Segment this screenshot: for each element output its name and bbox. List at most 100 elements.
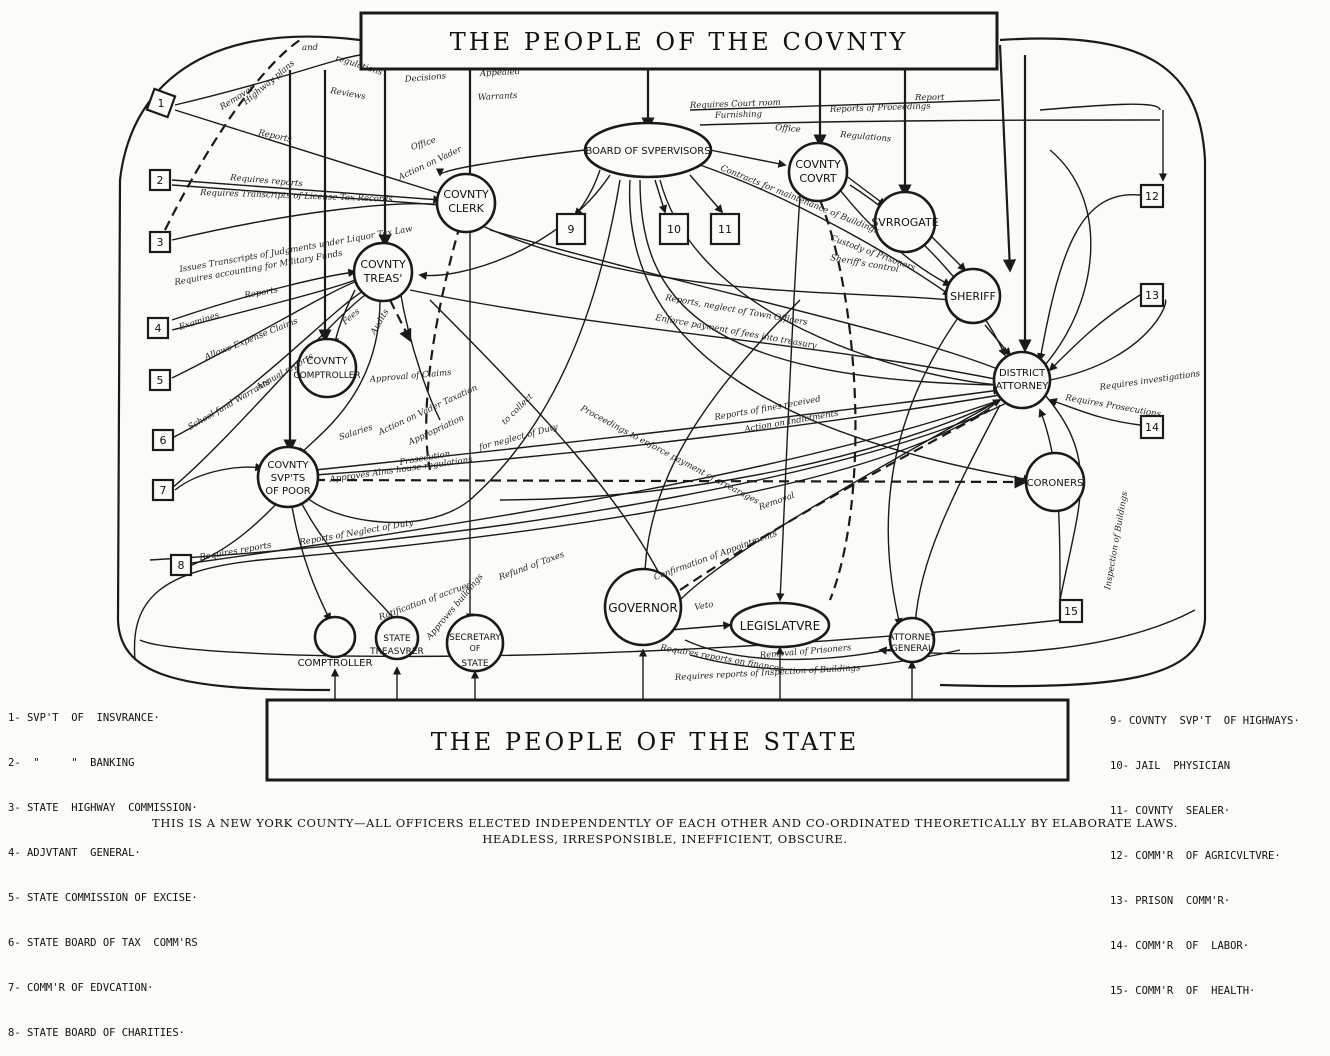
numbered-box-15: 15 xyxy=(1058,598,1084,624)
numbered-box-3: 3 xyxy=(148,230,172,254)
num-label: 2 xyxy=(157,174,164,187)
edge-label: Requires Transcripts of License Tax Reco… xyxy=(199,188,394,205)
num-label: 12 xyxy=(1145,190,1159,203)
edge-label: Confirmation of Appointments xyxy=(653,529,780,583)
num-label: 11 xyxy=(718,223,732,236)
edge-label: Requires Court room xyxy=(689,98,781,111)
edge-label: Reviews xyxy=(328,86,366,102)
node-county-treasurer: COVNTY TREAS' xyxy=(352,241,414,303)
edge-label: Office xyxy=(410,135,437,152)
legend-item: 15- COMM'R OF HEALTH· xyxy=(1110,985,1256,997)
numbered-box-7: 7 xyxy=(151,478,175,502)
node-county-comptroller: COVNTY COMPTROLLER xyxy=(293,337,361,399)
edge-label: Audits xyxy=(368,307,391,337)
node-label: OF xyxy=(470,644,481,653)
edge-label: Office xyxy=(775,123,801,135)
edge-label: Requires investigations xyxy=(1098,369,1201,393)
legend-item: 14- COMM'R OF LABOR· xyxy=(1110,940,1250,952)
node-label: DISTRICT xyxy=(999,368,1046,379)
node-label: LEGISLATVRE xyxy=(740,619,820,633)
numbered-box-1: 1 xyxy=(145,87,177,119)
node-secretary-of-state: SECRETARY OF STATE xyxy=(445,613,505,673)
node-label: CLERK xyxy=(448,202,484,215)
numbered-box-5: 5 xyxy=(148,368,172,392)
edge-label: Approval of Claims xyxy=(368,368,452,385)
edge-label: Reports xyxy=(243,285,280,301)
node-legislature: LEGISLATVRE xyxy=(729,601,831,649)
num-label: 14 xyxy=(1145,421,1159,434)
caption-line-1: THIS IS A NEW YORK COUNTY—ALL OFFICERS E… xyxy=(152,816,1178,830)
num-label: 13 xyxy=(1145,289,1159,302)
num-label: 4 xyxy=(155,322,162,335)
node-label: ATTORNEY xyxy=(996,381,1050,392)
numbered-box-8: 8 xyxy=(169,553,193,577)
node-label: SVP'TS xyxy=(271,473,305,484)
node-surrogate: SVRROGATE xyxy=(871,190,939,254)
node-district-attorney: DISTRICT ATTORNEY xyxy=(992,350,1052,410)
node-attorney-general: ATTORNEY GENERAL xyxy=(888,616,936,664)
node-state-treasurer: STATE TREASVRER xyxy=(369,615,424,661)
edge-label: Examines xyxy=(177,310,221,333)
node-label: CORONERS xyxy=(1027,478,1084,489)
edge-label: Reports xyxy=(256,128,293,145)
numbered-box-10: 10 xyxy=(658,212,690,246)
edge-label: Inspection of Buildings xyxy=(1103,490,1130,591)
num-label: 6 xyxy=(160,434,167,447)
numbered-box-4: 4 xyxy=(146,316,170,340)
legend-right: 9- COVNTY SVP'T OF HIGHWAYS· 10- JAIL PH… xyxy=(1110,684,1300,1014)
edge-label: Decisions xyxy=(403,71,447,85)
numbered-box-12: 12 xyxy=(1139,183,1165,209)
legend-item: 8- STATE BOARD OF CHARITIES· xyxy=(8,1027,186,1039)
node-label: COVNTY xyxy=(360,258,406,271)
edge-label: Reports of Proceedings xyxy=(829,101,932,115)
legend-item: 4- ADJVTANT GENERAL· xyxy=(8,847,141,859)
node-label: TREASVRER xyxy=(369,647,424,657)
legend-item: 11- COVNTY SEALER· xyxy=(1110,805,1231,817)
num-label: 5 xyxy=(157,374,164,387)
node-label: TREAS' xyxy=(363,272,403,285)
government-diagram: THE PEOPLE OF THE COVNTY THE PEOPLE OF T… xyxy=(116,11,1207,782)
node-state-comptroller: COMPTROLLER xyxy=(298,615,373,669)
num-label: 7 xyxy=(160,484,167,497)
legend-item: 1- SVP'T OF INSVRANCE· xyxy=(8,712,160,724)
num-label: 3 xyxy=(157,236,164,249)
edge-label: and xyxy=(302,43,319,53)
numbered-box-9: 9 xyxy=(555,212,587,246)
legend-item: 3- STATE HIGHWAY COMMISSION· xyxy=(8,802,198,814)
numbered-box-6: 6 xyxy=(151,428,175,452)
edge-label: Removal xyxy=(757,491,797,514)
node-county-clerk: COVNTY CLERK xyxy=(435,172,497,234)
legend-item: 6- STATE BOARD OF TAX COMM'RS xyxy=(8,937,198,949)
county-people-title: THE PEOPLE OF THE COVNTY xyxy=(450,28,909,56)
legend-item: 10- JAIL PHYSICIAN xyxy=(1110,760,1231,772)
edge-label: Requires Prosecutions xyxy=(1063,393,1162,420)
node-label: COMPTROLLER xyxy=(298,658,373,669)
num-label: 10 xyxy=(667,223,681,236)
edge-label: Refund of Taxes xyxy=(497,550,567,584)
node-county-supts-of-poor: COVNTY SVP'TS OF POOR xyxy=(256,445,320,509)
state-people-title: THE PEOPLE OF THE STATE xyxy=(431,728,859,756)
edge-label: Appealed xyxy=(479,67,521,79)
num-label: 8 xyxy=(178,559,185,572)
numbered-box-14: 14 xyxy=(1139,414,1165,440)
node-label: SHERIFF xyxy=(950,290,996,303)
edge-label: to collect xyxy=(500,392,536,428)
node-label: COVNTY xyxy=(306,356,348,367)
node-sheriff: SHERIFF xyxy=(944,267,1002,325)
node-label: STATE xyxy=(383,634,410,644)
node-label: COVNTY xyxy=(443,188,489,201)
legend-item: 9- COVNTY SVP'T OF HIGHWAYS· xyxy=(1110,715,1300,727)
num-label: 9 xyxy=(568,223,575,236)
node-label: BOARD OF SVPERVISORS xyxy=(585,146,710,157)
node-label: OF POOR xyxy=(265,486,311,497)
edge-label: Salaries xyxy=(338,422,375,442)
numbered-box-13: 13 xyxy=(1139,282,1165,308)
node-label: COVRT xyxy=(799,172,837,185)
county-people-box xyxy=(359,11,999,71)
legend-item: 7- COMM'R OF EDVCATION· xyxy=(8,982,154,994)
legend-left: 1- SVP'T OF INSVRANCE· 2- " " BANKING 3-… xyxy=(8,681,198,1056)
legend-item: 13- PRISON COMM'R· xyxy=(1110,895,1231,907)
node-label: GOVERNOR xyxy=(608,601,677,615)
legend-item: 12- COMM'R OF AGRICVLTVRE· xyxy=(1110,850,1281,862)
node-label: ATTORNEY xyxy=(888,633,936,643)
